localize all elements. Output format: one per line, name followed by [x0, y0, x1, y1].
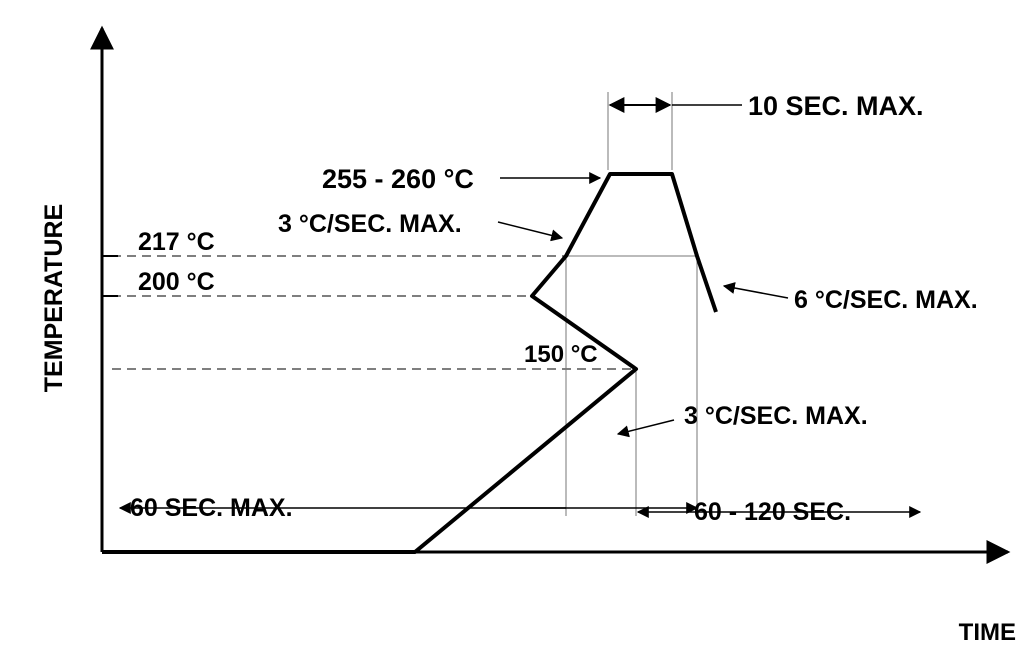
lower-preheat-temp-label: 150 °C: [524, 341, 598, 368]
preheat-ramp-rate-label: 3 °C/SEC. MAX.: [684, 402, 868, 430]
upper-preheat-temp-label: 200 °C: [138, 268, 215, 296]
ramp-down-leader: [722, 282, 789, 299]
reflow-profile-curve: [102, 172, 718, 554]
peak-window-label: 10 SEC. MAX.: [748, 91, 924, 121]
ramp-up-rate-label: 3 °C/SEC. MAX.: [278, 210, 462, 238]
liquidus-time-label: 60 SEC. MAX.: [130, 494, 293, 522]
ramp-down-rate-label: 6 °C/SEC. MAX.: [794, 286, 978, 314]
x-axis-label: TIME: [959, 619, 1016, 646]
liquidus-temp-label: 217 °C: [138, 228, 215, 256]
ramp-up-leader: [497, 221, 564, 242]
y-axis-label: TEMPERATURE: [40, 204, 68, 392]
peak-temp-label: 255 - 260 °C: [322, 164, 474, 194]
preheat-ramp-leader: [616, 419, 675, 438]
preheat-time-label: 60 - 120 SEC.: [694, 498, 851, 526]
